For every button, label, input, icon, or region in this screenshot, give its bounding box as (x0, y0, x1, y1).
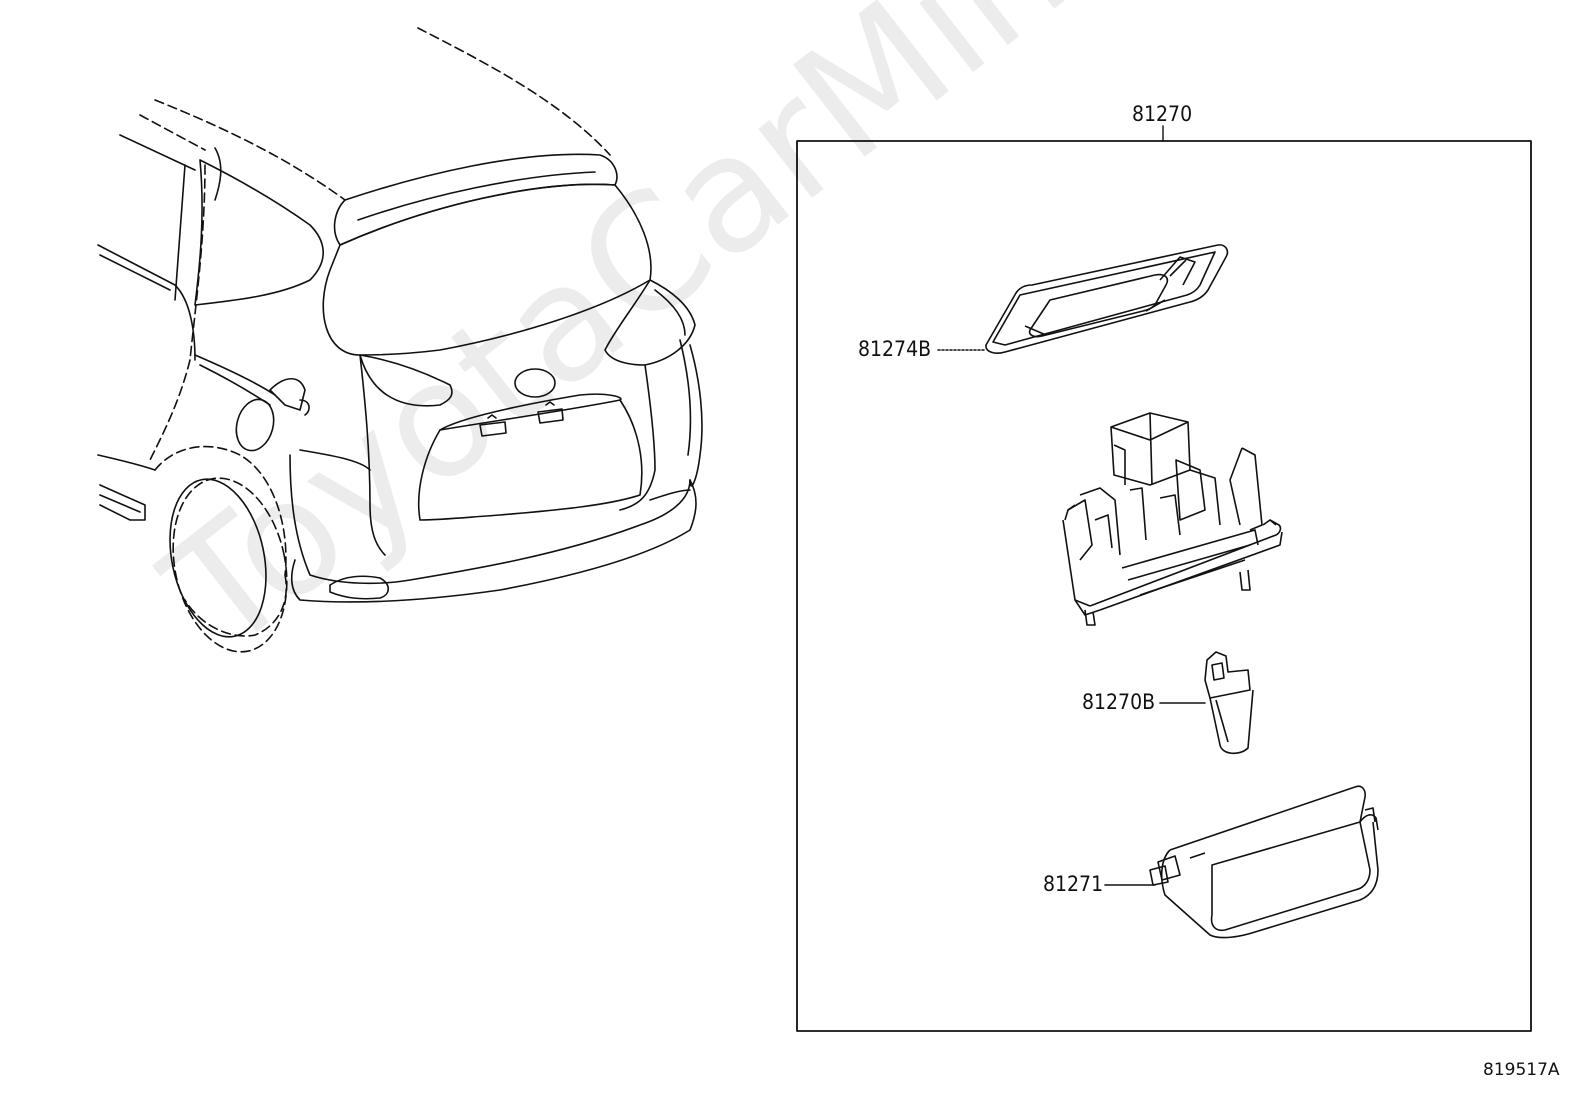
illustration-code: 819517A (1483, 1060, 1560, 1080)
part-label-81271: 81271 (1043, 872, 1104, 896)
part-label-81274b: 81274B (858, 337, 932, 361)
part-label-81270b: 81270B (1082, 690, 1156, 714)
assembly-label: 81270 (1132, 102, 1193, 126)
